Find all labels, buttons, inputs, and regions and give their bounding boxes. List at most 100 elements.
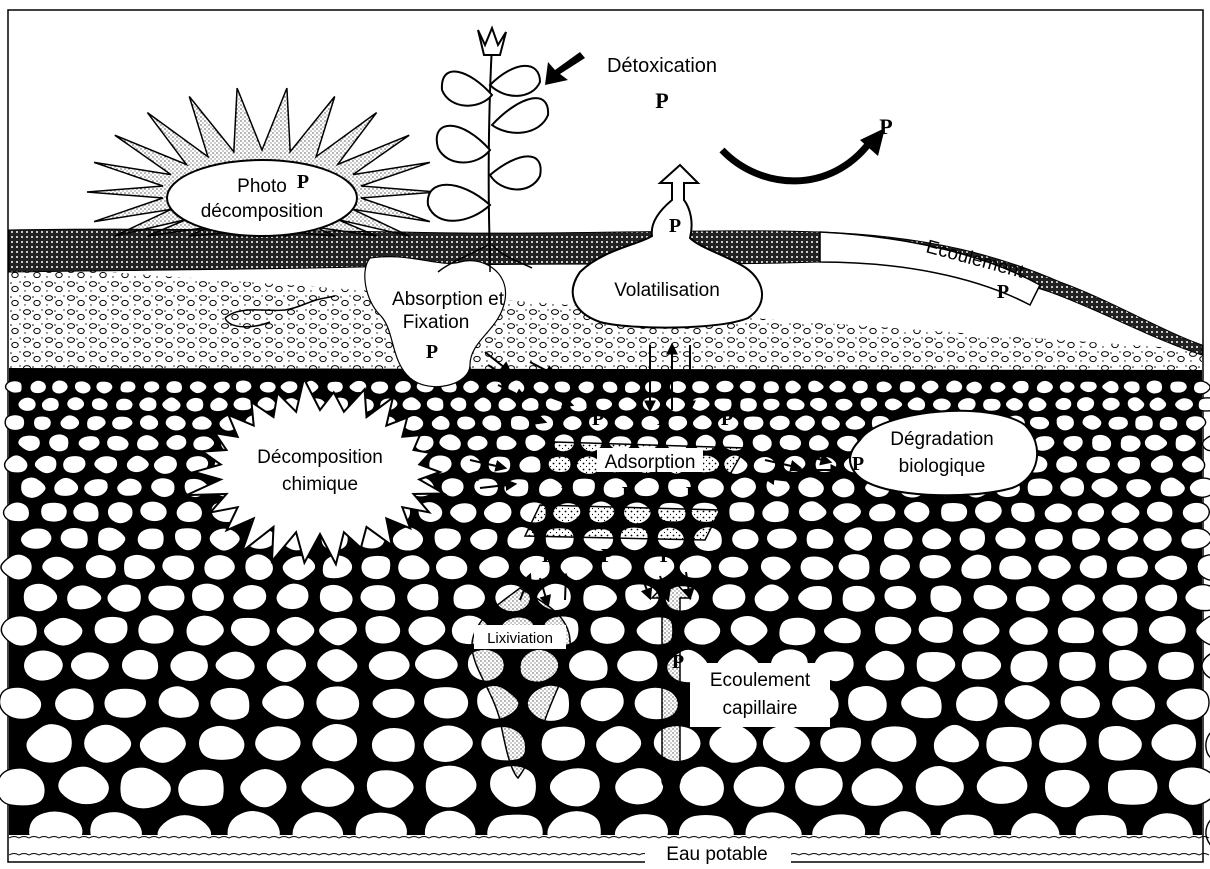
stone — [18, 397, 37, 412]
stone — [327, 381, 344, 393]
stone — [572, 478, 595, 497]
stone — [62, 455, 86, 473]
p-marker: P — [660, 545, 672, 567]
stone — [467, 435, 488, 451]
stone — [1034, 528, 1063, 550]
stone — [6, 381, 23, 394]
stone — [1159, 416, 1178, 431]
stone — [186, 397, 204, 412]
stone — [148, 585, 186, 611]
stone — [189, 381, 207, 394]
stone — [998, 555, 1032, 580]
stone — [104, 688, 147, 718]
stone — [210, 397, 229, 412]
stone — [762, 398, 780, 411]
stone — [690, 397, 710, 412]
stone — [143, 381, 160, 394]
stone — [1146, 380, 1163, 394]
stone — [439, 434, 462, 451]
stone — [535, 415, 554, 432]
stone — [85, 554, 116, 578]
stone — [1015, 585, 1050, 612]
stone — [23, 650, 63, 681]
stone — [1058, 651, 1096, 681]
stone — [590, 616, 626, 644]
stone — [903, 501, 930, 523]
stone — [683, 617, 720, 645]
stone — [360, 584, 396, 611]
stone — [1107, 769, 1158, 805]
stone — [1076, 396, 1095, 411]
stone — [545, 397, 563, 411]
stone — [602, 381, 618, 394]
stone — [48, 434, 69, 452]
stone — [423, 686, 469, 719]
label-capillary-1: Ecoulement — [710, 670, 811, 691]
stone — [1055, 456, 1077, 474]
stone — [1005, 397, 1023, 411]
stone — [121, 649, 159, 680]
stone — [959, 527, 986, 551]
stone — [763, 380, 780, 393]
stone — [779, 617, 816, 646]
stone — [426, 397, 444, 412]
stone — [1010, 502, 1035, 523]
p-marker: P — [561, 483, 573, 505]
stone — [1158, 651, 1195, 681]
stone — [368, 650, 410, 680]
stone — [191, 583, 224, 612]
stone — [1, 616, 37, 647]
stone — [91, 397, 108, 410]
stone — [1091, 434, 1111, 452]
stone — [563, 415, 583, 430]
stone — [930, 585, 962, 613]
adsorption-plate-bottom — [525, 505, 720, 540]
stone — [1182, 502, 1209, 523]
stone — [139, 415, 159, 431]
stone — [137, 528, 164, 550]
stone — [235, 380, 252, 394]
stone — [153, 455, 177, 474]
stone — [1108, 416, 1129, 430]
stone — [73, 502, 100, 523]
p-marker: P — [542, 545, 554, 567]
p-marker: P — [997, 281, 1009, 303]
stone — [1146, 501, 1173, 523]
stone — [406, 583, 439, 611]
label-absorption-1: Absorption et — [392, 289, 505, 310]
stone — [191, 416, 212, 431]
stone — [1028, 397, 1048, 412]
stone — [1044, 503, 1073, 523]
photo-ellipse — [167, 160, 357, 236]
p-marker: P — [721, 408, 733, 430]
stone — [1029, 416, 1050, 430]
stone — [115, 398, 133, 411]
stone — [1148, 615, 1186, 644]
stone — [361, 555, 391, 580]
stone — [842, 585, 876, 612]
stone — [193, 436, 215, 451]
stone — [1206, 811, 1210, 856]
stone — [280, 381, 298, 394]
stone — [697, 478, 724, 499]
stone — [1079, 381, 1097, 393]
stone — [1135, 415, 1154, 431]
stone — [847, 685, 887, 721]
stone — [1174, 398, 1193, 412]
stone — [1116, 556, 1148, 579]
stone — [450, 397, 467, 412]
stone — [1086, 456, 1111, 474]
stone — [67, 397, 85, 411]
p-marker: P — [655, 88, 668, 113]
stone — [1079, 554, 1108, 579]
p-marker: P — [879, 114, 892, 139]
stone — [394, 380, 411, 393]
stone — [955, 686, 998, 722]
stone — [51, 380, 68, 394]
stone — [1120, 435, 1141, 453]
p-marker: P — [601, 545, 613, 567]
stone — [1036, 380, 1053, 394]
label-drinking-water: Eau potable — [666, 844, 767, 865]
p-marker: P — [686, 483, 698, 505]
